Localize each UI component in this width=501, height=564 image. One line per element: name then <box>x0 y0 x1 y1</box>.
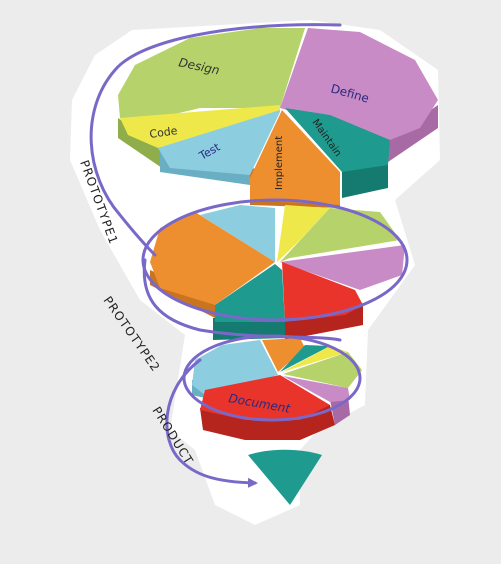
bottom-pie-slice-green <box>283 352 362 388</box>
middle-pie-slice-teal <box>215 264 285 322</box>
top-pie-slice-design <box>118 28 305 120</box>
spiral-final-arrow <box>165 358 258 488</box>
top-pie-slice-code <box>120 105 280 148</box>
top-pie-side-maintain <box>342 162 388 198</box>
spiral-loop-top <box>89 23 342 257</box>
product-icon <box>248 449 322 505</box>
label-implement: Implement <box>274 136 285 190</box>
middle-pie-slice-yellow <box>277 205 330 262</box>
bottom-pie-slice-orange <box>262 338 305 372</box>
middle-pie-slice-green <box>280 208 400 262</box>
top-pie: Design Define Code Test Implement Mainta… <box>118 28 438 208</box>
bottom-pie-slice-purple <box>283 376 350 402</box>
spiral-loop-middle <box>141 198 409 322</box>
bottom-pie: Document <box>192 338 362 440</box>
bottom-pie-slice-document <box>200 375 330 420</box>
middle-pie <box>150 205 405 340</box>
middle-pie-slice-red <box>282 262 363 322</box>
label-code: Code <box>149 124 179 141</box>
middle-pie-slice-orange <box>150 212 275 305</box>
bottom-pie-slice-yellow <box>282 346 348 372</box>
top-pie-slice-implement <box>250 110 340 205</box>
top-pie-slice-maintain <box>285 108 390 172</box>
middle-pie-slice-blue <box>200 205 275 262</box>
top-pie-slice-test <box>158 110 280 175</box>
spiral-descent <box>142 258 342 342</box>
spiral-path <box>89 23 409 488</box>
middle-pie-slice-purple <box>280 245 405 290</box>
spiral-loop-bottom <box>182 334 362 422</box>
bottom-pie-slice-teal <box>280 345 330 372</box>
bottom-pie-slice-blue <box>192 340 278 395</box>
top-pie-slice-define <box>280 28 438 140</box>
